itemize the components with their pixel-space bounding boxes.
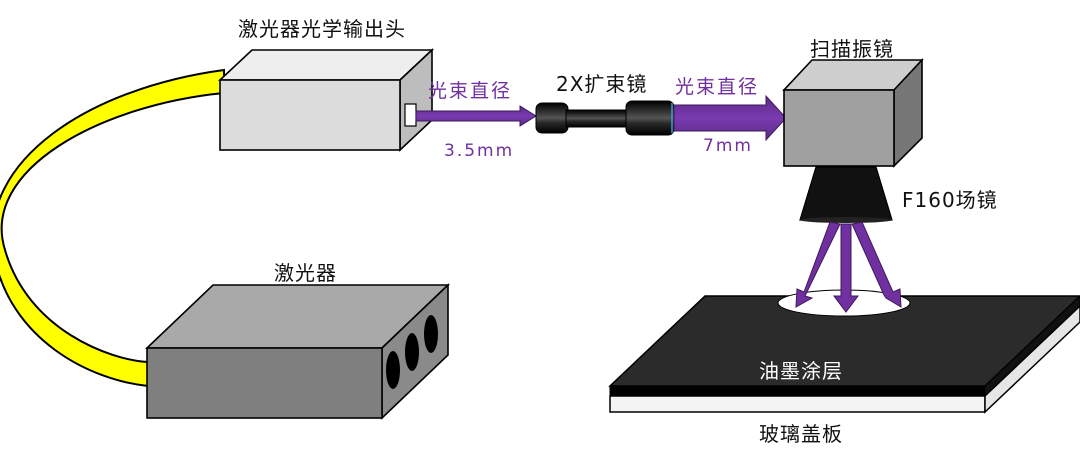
laser-vent-1 — [386, 351, 400, 389]
field-lens-label: F160场镜 — [902, 188, 998, 212]
expanded-beam-arrow — [673, 94, 787, 142]
glass-plate-label: 玻璃盖板 — [759, 422, 843, 446]
field-lens — [799, 166, 893, 223]
input-beam-arrow — [415, 105, 537, 127]
output-beam-diameter-label: 光束直径 — [675, 76, 760, 98]
scanner-box — [782, 57, 924, 168]
input-beam-diameter-label: 光束直径 — [428, 80, 513, 102]
scan-beams — [795, 221, 902, 313]
scanner-label: 扫描振镜 — [810, 37, 894, 61]
laser-label: 激光器 — [274, 261, 337, 285]
input-beam-diameter-value: 3.5mm — [444, 141, 515, 161]
beam-expander-label: 2X扩束镜 — [556, 72, 648, 96]
laser-vent-3 — [424, 315, 438, 353]
output-beam-diameter-value: 7mm — [703, 136, 753, 156]
laser-vent-2 — [405, 333, 419, 371]
beam-expander-lens — [535, 100, 675, 136]
laser-box — [145, 283, 450, 420]
output-head-box — [217, 48, 435, 152]
output-port — [404, 103, 417, 127]
output-head-label: 激光器光学输出头 — [238, 17, 406, 41]
ink-layer-label: 油墨涂层 — [759, 359, 843, 383]
ink-glass-stack — [608, 289, 1080, 414]
